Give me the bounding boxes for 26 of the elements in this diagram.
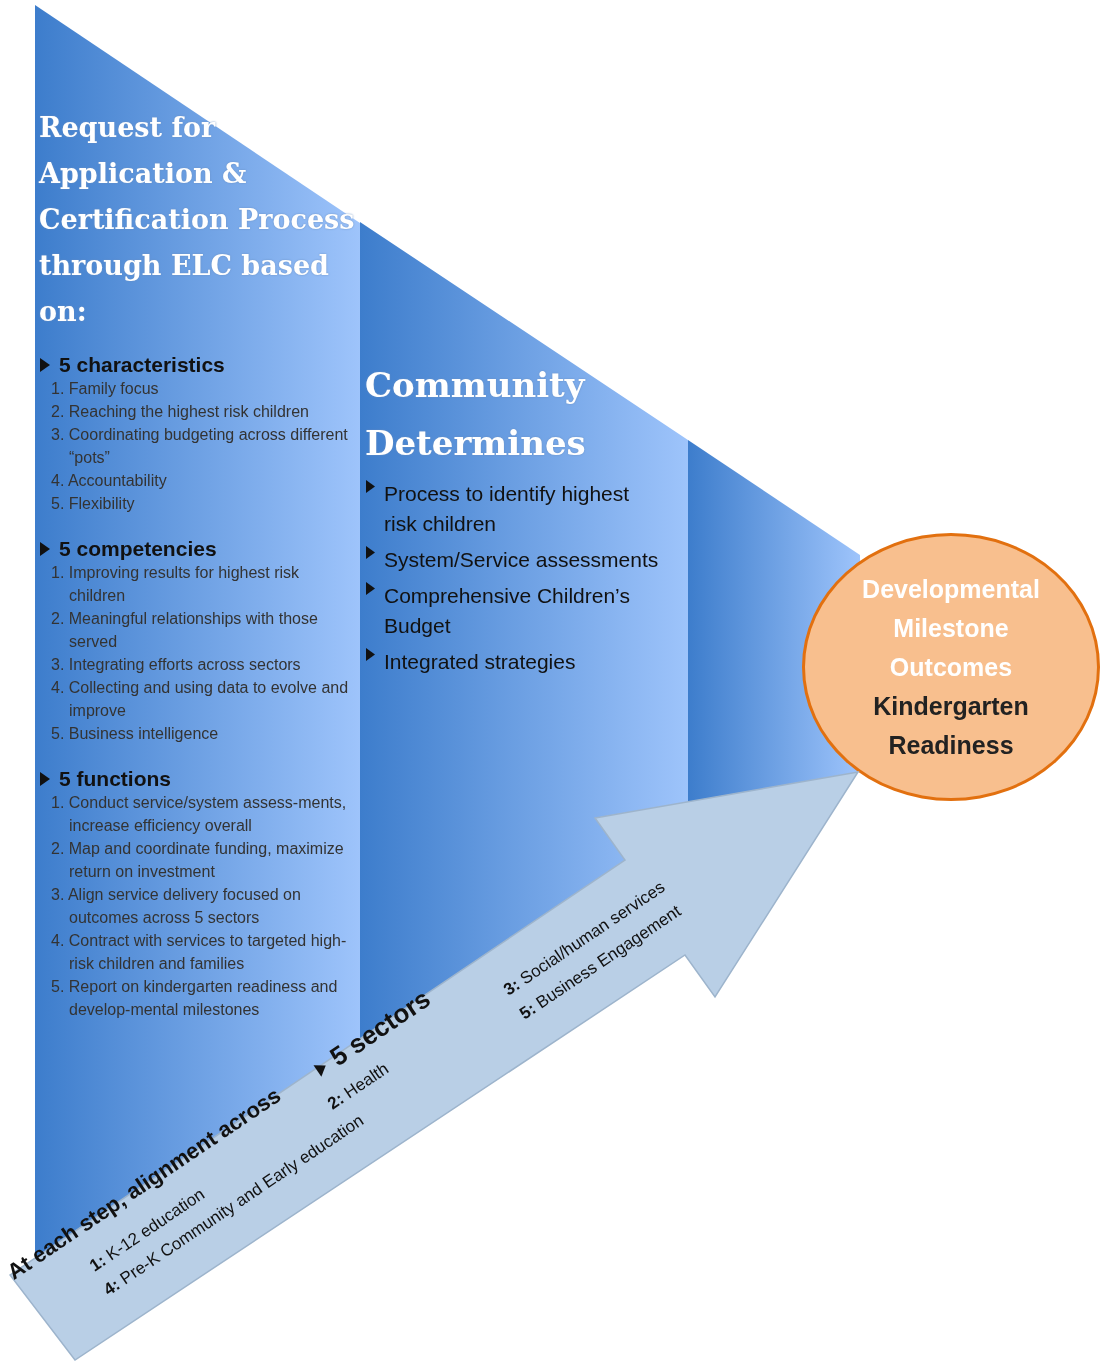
section-heading: 5 characteristics xyxy=(59,352,225,377)
list-item: Integrated strategies xyxy=(384,648,576,675)
list-item: 5. Flexibility xyxy=(50,493,136,514)
list-item: Process to identify highest risk children xyxy=(384,480,631,537)
list-item: 3. Align service delivery focused on outcomes across 5 sectors xyxy=(50,884,302,928)
list-item: 2. Meaningful relationships with those served xyxy=(50,608,319,652)
list-item: System/Service assessments xyxy=(384,546,659,573)
heading: Request for Application & Certification Process through ELC based on: xyxy=(39,111,356,329)
list-item: Comprehensive Children’s Budget xyxy=(384,582,631,639)
list-item: 3. Coordinating budgeting across different “pots” xyxy=(50,424,349,468)
list-item: 4. Collecting and using data to evolve and improve xyxy=(50,677,350,721)
list-item: 1. Family focus xyxy=(50,378,160,399)
list-item: 2. Map and coordinate funding, maximize return on investment xyxy=(50,838,345,882)
list-item: 1. Conduct service/system assess-ments, increase efficiency overall xyxy=(50,792,348,836)
list-item: 5. Business intelligence xyxy=(50,723,220,744)
section-heading: 5 functions xyxy=(59,766,171,791)
outcome-label: Developmental Milestone Outcomes xyxy=(861,573,1041,683)
list-item: 1. Improving results for highest risk children xyxy=(50,562,301,606)
list-item: 5. Report on kindergarten readiness and develop-mental milestones xyxy=(50,976,339,1020)
readiness-label: Kindergarten Readiness xyxy=(872,690,1030,761)
list-item: 2. Reaching the highest risk children xyxy=(50,401,310,422)
list-item: 3. Integrating efforts across sectors xyxy=(50,654,302,675)
list-item: 4. Accountability xyxy=(50,470,168,491)
heading: Community Determines xyxy=(365,364,587,465)
section-heading: 5 competencies xyxy=(59,536,217,561)
list-item: 4. Contract with services to targeted high-risk children and families xyxy=(50,930,348,974)
